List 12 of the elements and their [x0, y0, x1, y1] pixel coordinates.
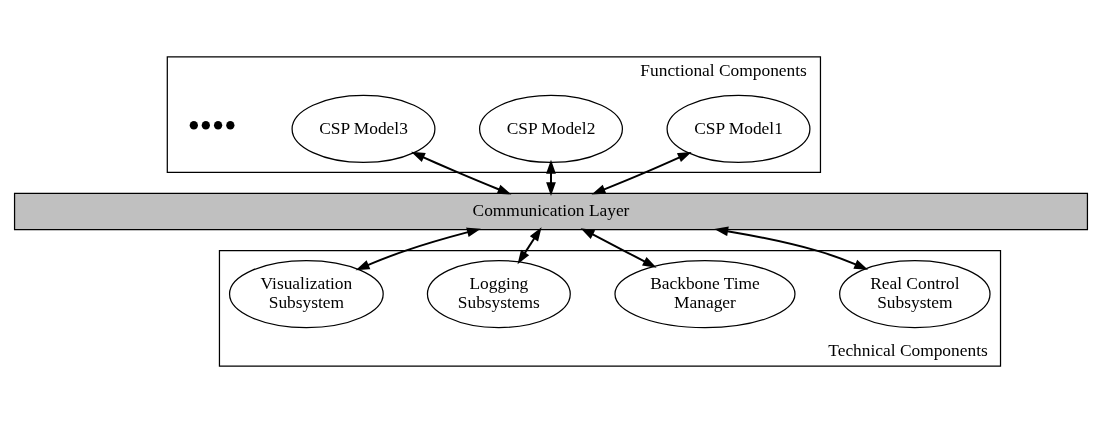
node-box: Communication Layer	[13, 192, 1089, 231]
arrow	[411, 151, 512, 195]
arrow	[580, 228, 657, 268]
arrow	[546, 159, 556, 197]
arrow	[355, 227, 481, 271]
arrow	[517, 227, 542, 265]
node-ellipse: CSP Model2	[479, 94, 623, 164]
node-ellipse: Backbone Time Manager	[614, 259, 796, 329]
arrow	[714, 226, 869, 270]
arrow	[591, 151, 692, 195]
label: ••••	[187, 106, 237, 146]
node-ellipse: Logging Subsystems	[426, 259, 571, 329]
